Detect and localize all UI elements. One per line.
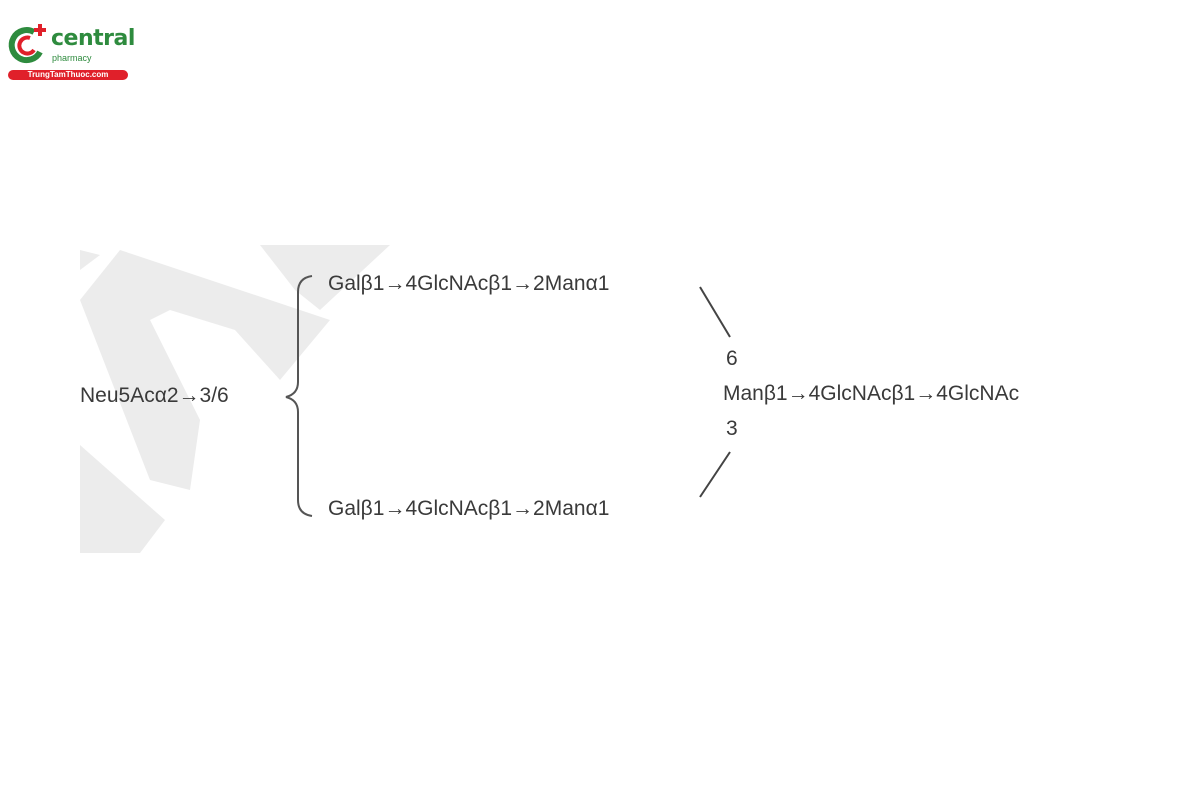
lower-linkage-label: 3: [726, 417, 738, 440]
upper-branch-label: Galβ1→4GlcNAcβ1→2Manα1: [328, 272, 610, 295]
upper-linkage-label: 6: [726, 347, 738, 370]
sialic-acid-label: Neu5Acα2→3/6: [80, 384, 229, 407]
logo-site-banner: TrungTamThuoc.com: [8, 70, 128, 80]
central-pharmacy-logo[interactable]: central pharmacy TrungTamThuoc.com: [4, 20, 135, 82]
upper-link-line: [699, 286, 731, 338]
logo-subtitle: pharmacy: [52, 53, 92, 63]
logo-mark-icon: [8, 24, 46, 64]
core-chain-label: Manβ1→4GlcNAcβ1→4GlcNAc: [723, 382, 1020, 405]
logo-name: central: [51, 26, 135, 51]
lower-link-line: [699, 451, 731, 498]
lower-branch-label: Galβ1→4GlcNAcβ1→2Manα1: [328, 497, 610, 520]
